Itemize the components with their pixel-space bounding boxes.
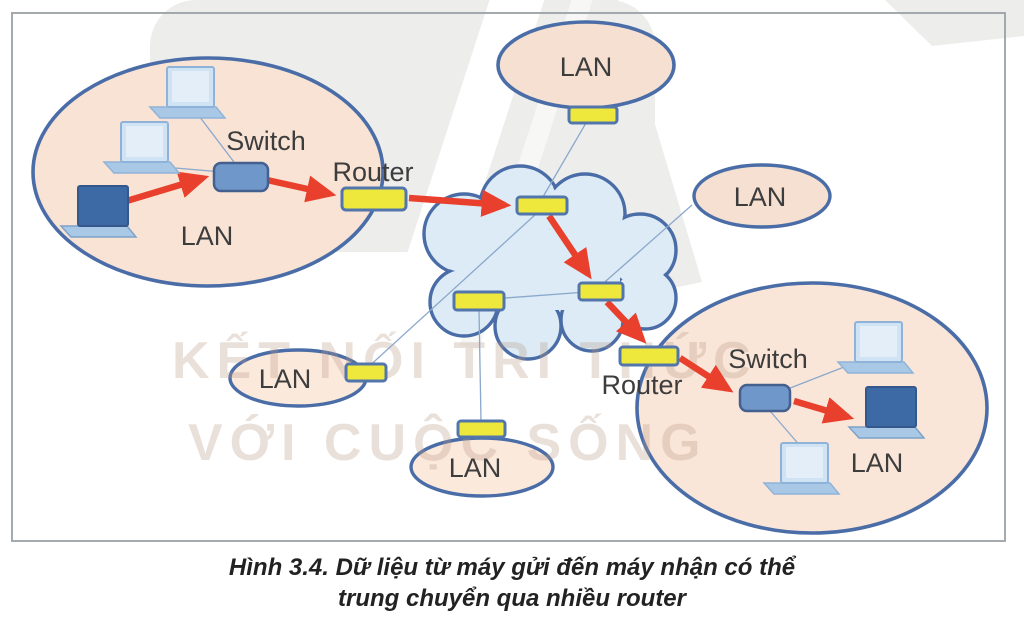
lan-right-mid-label: LAN [734,182,787,212]
laptop-light-1 [148,66,227,119]
watermark-line2: VỚI CUỘC SỐNG [188,413,708,472]
lan-right-big-label: LAN [851,448,904,478]
laptop-light-4 [762,442,841,495]
laptop-receiver [847,386,926,439]
arrow-cloud-hop1 [546,214,592,280]
switch-left-box [212,161,270,193]
router-left-label: Router [332,157,413,187]
switch-right-label: Switch [728,344,808,374]
arrow-cloud-hop2 [604,299,647,344]
figure-caption: Hình 3.4. Dữ liệu từ máy gửi đến máy nhậ… [0,552,1024,614]
switch-right-box [738,383,792,413]
lan-left-label: LAN [181,221,234,251]
arrow-switch-to-router [266,175,337,203]
router-cloud-mid-box [577,281,625,302]
lan-top-label: LAN [560,52,613,82]
lan-right-mid-ellipse [692,163,832,229]
router-cloud-left-box [452,290,506,312]
lan-bottom-center-label: LAN [449,453,502,483]
router-right-label: Router [601,370,682,400]
router-left-box [340,186,408,212]
laptop-light-2 [102,121,181,174]
router-right-box [618,345,680,367]
router-lan-bottom-left-box [344,362,388,383]
lan-bottom-left-label: LAN [259,364,312,394]
laptop-sender [59,185,138,238]
router-cloud-top-box [515,195,569,216]
arrow-switch2-to-receiver [793,397,855,424]
figure-frame [11,12,1006,542]
figure-caption-line2: trung chuyển qua nhiều router [337,585,686,612]
figure-caption-line1: Hình 3.4. Dữ liệu từ máy gửi đến máy nhậ… [228,554,796,581]
router-lan-bottom-center-box [456,419,507,439]
router-lan-top-box [567,105,619,125]
laptop-light-3 [836,321,915,374]
switch-left-label: Switch [226,126,306,156]
arrow-router-to-cloud [408,189,512,217]
arrow-router2-to-switch2 [678,355,734,393]
